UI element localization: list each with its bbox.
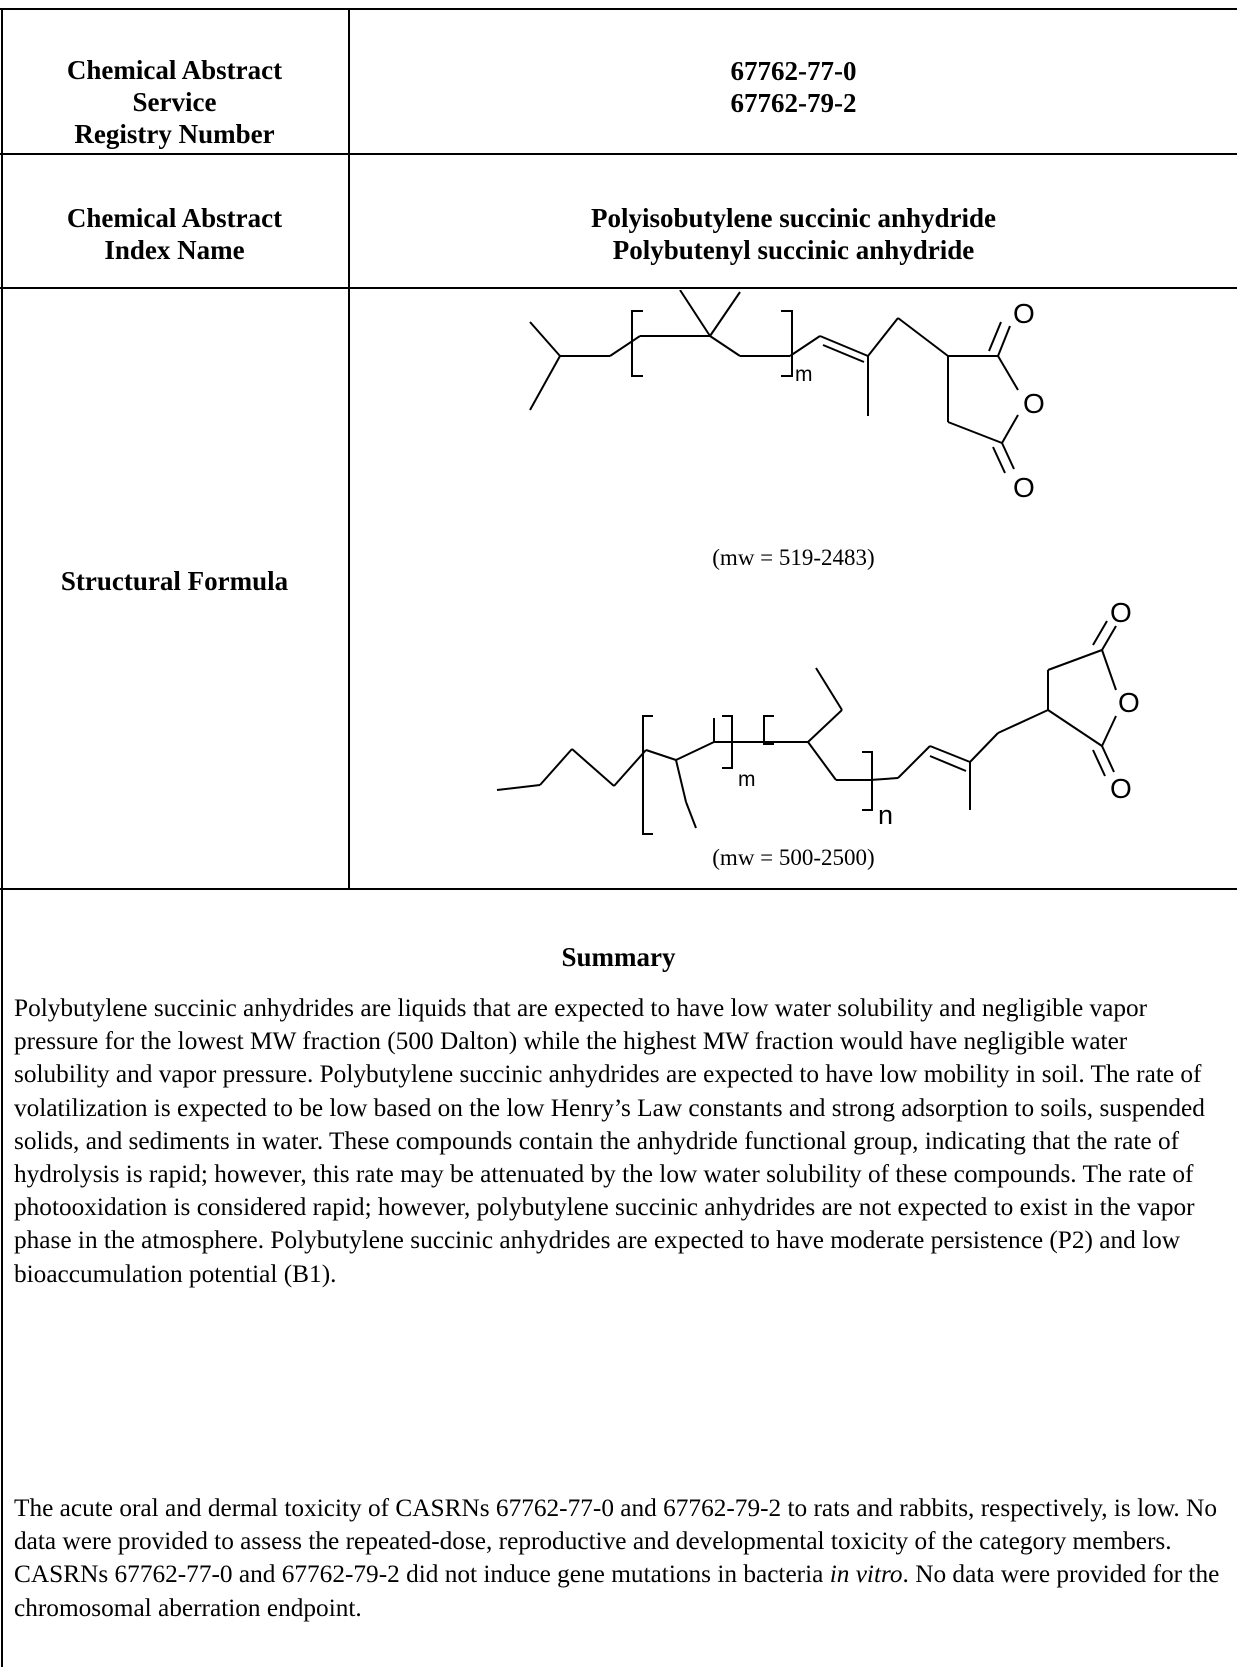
row-divider-3	[0, 888, 1237, 890]
subscript-m: m	[738, 768, 756, 791]
structure-1-diagram: O O O m	[529, 290, 1045, 503]
structure-2-diagram: O O O m n	[496, 597, 1140, 835]
subscript-n: n	[878, 800, 893, 830]
table-top-border	[0, 8, 1237, 10]
index-name-label: Chemical Abstract Index Name	[66, 203, 283, 265]
structure-2-mw: (mw = 500-2500)	[712, 845, 875, 870]
italic-in-vitro: in vitro	[829, 1560, 903, 1589]
summary-heading: Summary	[561, 942, 676, 972]
structural-formula-label: Structural Formula	[60, 566, 289, 596]
oxygen-label: O	[1110, 597, 1132, 628]
oxygen-label: O	[1013, 472, 1035, 503]
oxygen-label: O	[1013, 298, 1035, 329]
table-left-border	[1, 8, 3, 1667]
summary-paragraph-1: Polybutylene succinic anhydrides are liq…	[14, 994, 1205, 1288]
subscript-m: m	[795, 363, 813, 386]
summary-paragraph-2: The acute oral and dermal toxicity of CA…	[14, 1494, 1220, 1622]
column-divider	[348, 8, 350, 890]
cas-number-label: Chemical Abstract Service Registry Numbe…	[66, 55, 283, 149]
index-name-values: Polyisobutylene succinic anhydride Polyb…	[590, 203, 997, 265]
row-divider-2	[0, 287, 1237, 289]
oxygen-label: O	[1023, 388, 1045, 419]
oxygen-label: O	[1118, 687, 1140, 718]
oxygen-label: O	[1110, 773, 1132, 804]
structure-1-mw: (mw = 519-2483)	[712, 545, 875, 570]
row-divider-1	[0, 153, 1237, 155]
cas-number-values: 67762-77-0 67762-79-2	[730, 56, 857, 118]
